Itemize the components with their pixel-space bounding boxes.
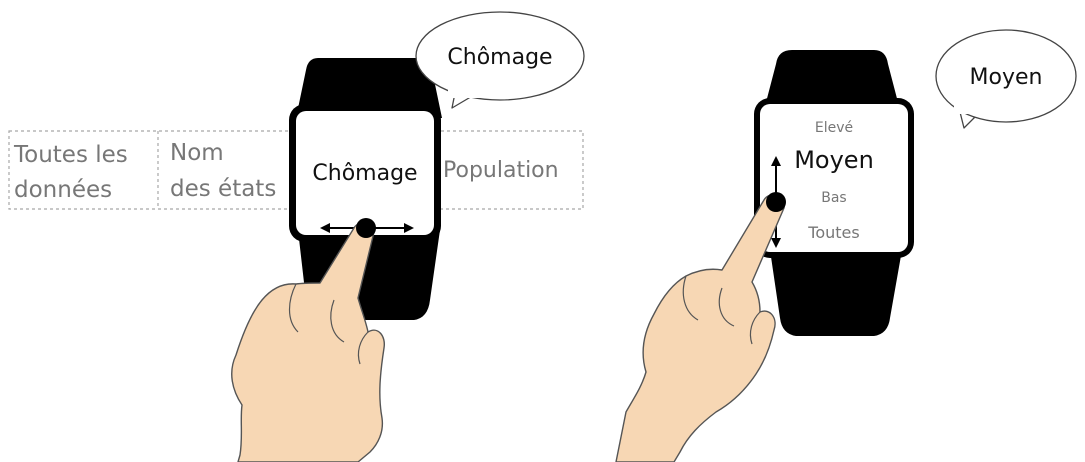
list-option-low: Bas	[821, 190, 846, 206]
right-panel: Elevé Moyen Bas Toutes Moyen	[616, 30, 1076, 462]
speech-bubble-joint	[954, 100, 990, 114]
list-option-current: Moyen	[794, 146, 874, 174]
speech-bubble-left: Chômage	[416, 12, 584, 108]
strip-option-state-names-line2: des états	[170, 176, 276, 202]
left-panel: Toutes les données Nom des états Populat…	[9, 12, 584, 462]
hand-right	[616, 192, 786, 462]
strip-option-state-names-line1: Nom	[170, 140, 224, 166]
speech-bubble-joint	[448, 84, 488, 98]
watch-current-option: Chômage	[312, 161, 417, 186]
watch-strap-bottom	[770, 250, 902, 336]
strip-option-population: Population	[443, 158, 559, 183]
touch-point-icon	[356, 218, 376, 238]
list-option-all: Toutes	[807, 223, 859, 242]
speech-bubble-right: Moyen	[936, 30, 1076, 128]
smartwatch-left: Chômage	[289, 58, 442, 320]
speech-bubble-text: Chômage	[447, 45, 552, 70]
speech-bubble-text: Moyen	[970, 65, 1043, 90]
touch-point-icon	[766, 192, 786, 212]
strip-option-all-data-line1: Toutes les	[13, 142, 128, 168]
list-option-high: Elevé	[815, 120, 853, 136]
hand-icon	[616, 195, 784, 462]
strip-option-all-data-line2: données	[14, 177, 112, 203]
